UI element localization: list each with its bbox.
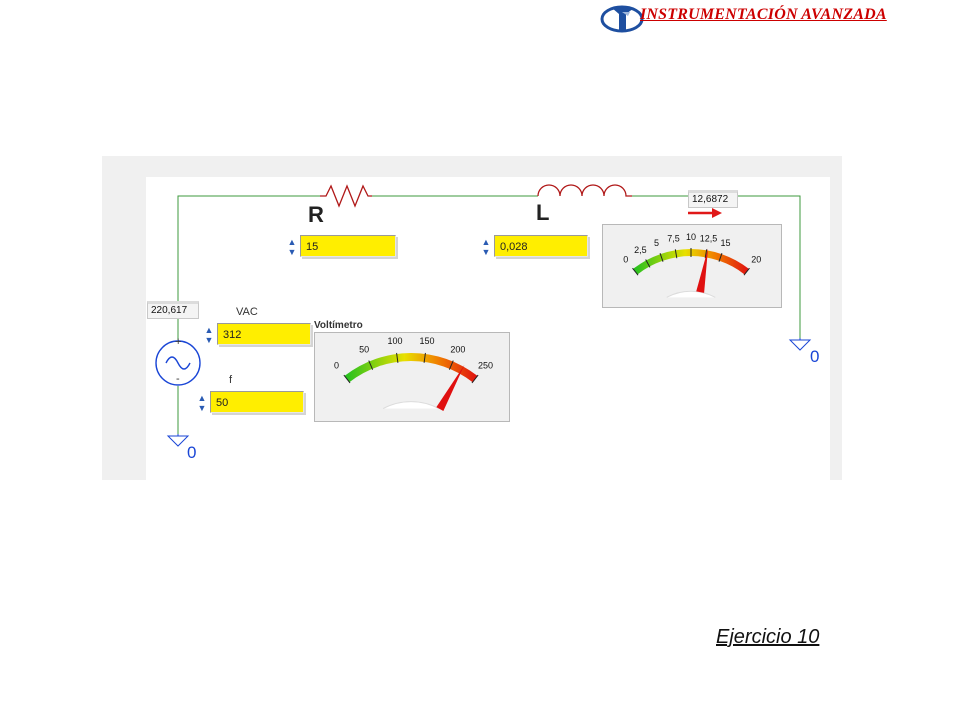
gauge-tick-label: 20 [751,254,761,264]
gauge-tick [396,352,399,363]
spin-arrows-icon[interactable]: ▲▼ [204,325,214,345]
gauge-tick [659,253,664,262]
inductor-control: ▲▼ 0,028 [480,235,590,261]
gauge-tick-label: 0 [623,254,628,264]
gauge-scale-band [344,353,478,383]
voltmeter-dial: 0 50 100 150 200 250 [334,336,493,412]
gauge-tick [448,360,454,370]
gauge-tick-label: 15 [721,238,731,248]
gauge-tick-label: 5 [654,238,659,248]
ground-symbol [166,434,190,447]
gauge-tick-label: 7,5 [667,233,680,243]
source-plus-label: + [175,336,182,348]
frequency-value-input[interactable]: 50 [210,391,304,413]
gauge-tick [632,267,639,276]
source-minus-label: - [176,373,180,385]
sine-wave-icon [165,356,191,370]
header-title: INSTRUMENTACIÓN AVANZADA [640,6,887,23]
gauge-tick-label: 250 [478,361,493,371]
resistor-label: R [308,202,324,227]
voltmeter-title: Voltímetro [314,320,363,331]
inductor-value-input[interactable]: 0,028 [494,235,588,257]
frequency-control: ▲▼ 50 [196,391,306,417]
vac-label: VAC [236,306,258,318]
gauge-dome [666,290,716,298]
wire [177,195,320,306]
source-voltage-indicator: 220,617 [147,301,199,319]
ground-label: 0 [187,443,197,462]
gauge-tick [645,259,651,268]
gauge-tick [368,360,374,370]
gauge-tick-label: 10 [686,232,696,242]
ground-symbol [788,338,812,351]
gauge-tick-label: 12,5 [700,233,718,243]
gauge-dome [382,401,440,409]
inductor-symbol [537,184,632,197]
gauge-tick [423,352,426,363]
resistor-control: ▲▼ 15 [286,235,398,261]
gauge-needle [436,364,465,412]
inductor-label: L [536,200,550,225]
gauge-tick [674,249,678,259]
faculty-logo-icon [600,5,644,33]
gauge-tick [471,374,479,384]
gauge-tick [718,253,723,262]
gauge-scale-band [633,249,749,275]
gauge-tick-label: 0 [334,361,339,371]
spin-arrows-icon[interactable]: ▲▼ [481,237,491,257]
gauge-tick-label: 200 [450,344,465,354]
gauge-tick [343,374,351,384]
ac-source-symbol [155,340,201,386]
spin-arrows-icon[interactable]: ▲▼ [287,237,297,257]
vac-control: ▲▼ 312 [203,323,313,349]
ground-label: 0 [810,347,820,366]
vac-value-input[interactable]: 312 [217,323,311,345]
voltmeter-gauge: 0 50 100 150 200 250 [314,332,510,422]
frequency-label: f [229,374,233,386]
resistor-symbol [320,184,372,208]
gauge-tick [704,249,708,259]
gauge-needle [696,248,709,293]
gauge-tick-label: 2,5 [634,245,647,255]
spin-arrows-icon[interactable]: ▲▼ [197,393,207,413]
gauge-tick-label: 100 [387,336,402,346]
gauge-tick-label: 150 [419,336,434,346]
resistor-value-input[interactable]: 15 [300,235,396,257]
current-indicator: 12,6872 [688,190,738,208]
gauge-tick [743,267,750,276]
gauge-tick-label: 50 [359,344,369,354]
exercise-title: Ejercicio 10 [716,626,820,648]
